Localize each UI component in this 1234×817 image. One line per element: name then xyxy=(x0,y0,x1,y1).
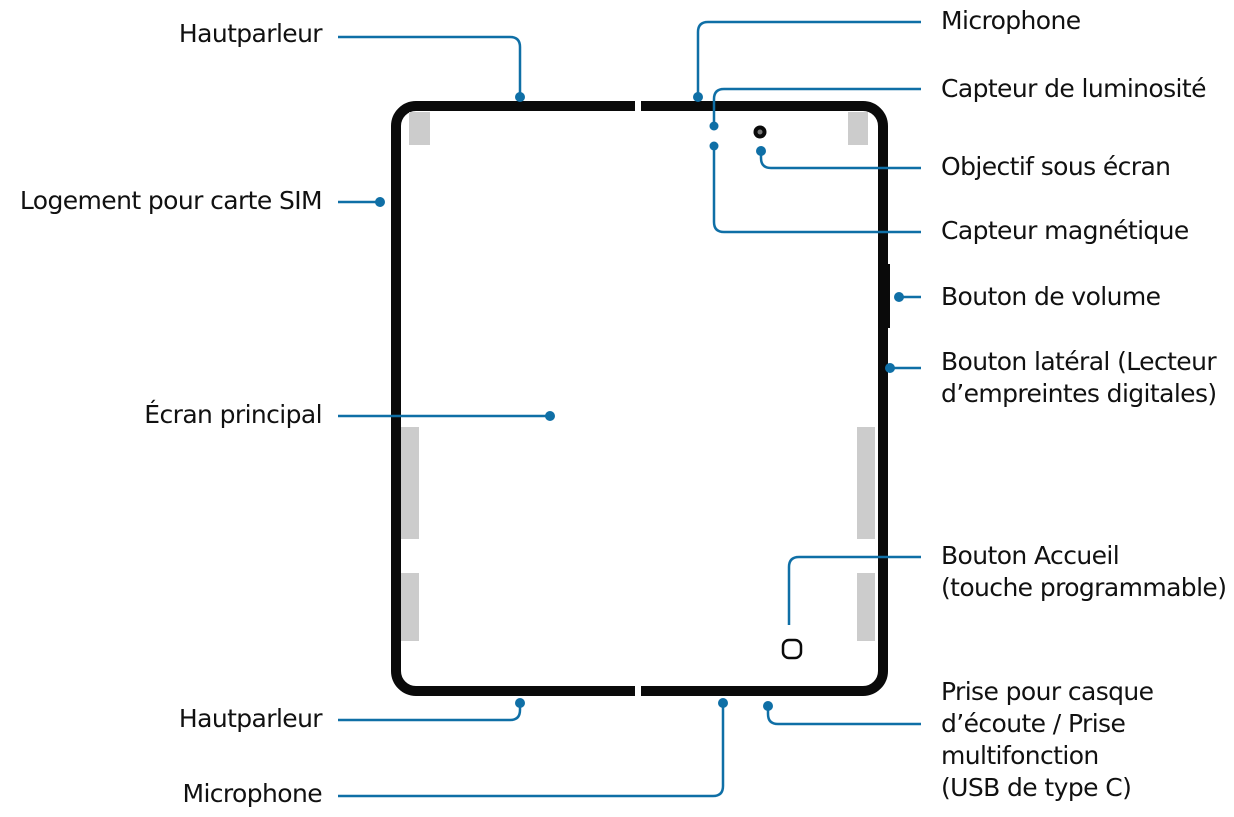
label-sim-tray: Logement pour carte SIM xyxy=(19,186,323,215)
leader-mic-top xyxy=(696,20,921,97)
marker-speaker-top xyxy=(515,92,525,102)
marker-mic-top xyxy=(693,92,703,102)
marker-light-sensor xyxy=(709,121,719,131)
label-volume-key: Bouton de volume xyxy=(941,282,1161,311)
leader-camera xyxy=(759,151,921,170)
leader-mic-bottom xyxy=(338,703,725,798)
label-magnetic-sensor: Capteur magnétique xyxy=(941,216,1189,245)
leader-speaker-bottom xyxy=(338,703,522,722)
marker-side-key xyxy=(885,363,895,373)
label-side-key-line-1: Bouton latéral (Lecteur xyxy=(941,347,1217,376)
label-side-key: Bouton latéral (Lecteur d’empreintes dig… xyxy=(941,346,1217,410)
phone-body xyxy=(391,101,888,696)
hinge-pad-right-lower xyxy=(857,573,875,641)
label-speaker-bottom: Hautparleur xyxy=(178,704,323,733)
label-home-key: Bouton Accueil (touche programmable) xyxy=(941,540,1227,604)
label-usb-port-line-4: (USB de type C) xyxy=(941,773,1132,802)
label-home-key-line-1: Bouton Accueil xyxy=(941,541,1120,570)
marker-main-screen xyxy=(545,411,555,421)
hinge-pad-left-lower xyxy=(401,573,419,641)
marker-sim-tray xyxy=(375,197,385,207)
marker-usb-port xyxy=(763,701,773,711)
corner-pad-top-right xyxy=(848,112,868,145)
label-main-screen: Écran principal xyxy=(144,400,322,429)
corner-pad-top-left xyxy=(409,112,430,145)
under-display-camera-lens-inner xyxy=(757,129,763,135)
label-light-sensor: Capteur de luminosité xyxy=(941,74,1206,103)
label-usb-port-line-2: d’écoute / Prise xyxy=(941,709,1126,738)
label-side-key-line-2: d’empreintes digitales) xyxy=(941,379,1217,408)
label-speaker-top: Hautparleur xyxy=(178,19,323,48)
label-mic-bottom: Microphone xyxy=(182,779,322,808)
label-usb-port-line-3: multifonction xyxy=(941,741,1099,770)
leader-speaker-top xyxy=(338,35,522,97)
leader-usb-port xyxy=(766,706,921,726)
label-under-display-camera: Objectif sous écran xyxy=(941,152,1171,181)
marker-mic-bottom xyxy=(718,698,728,708)
marker-magnetic-sensor xyxy=(709,141,719,151)
marker-camera xyxy=(756,146,766,156)
label-usb-port-line-1: Prise pour casque xyxy=(941,677,1154,706)
hinge-pad-right-upper xyxy=(857,427,875,539)
leader-magnetic-sensor xyxy=(712,146,921,234)
leader-light-sensor xyxy=(712,87,921,126)
label-usb-port: Prise pour casque d’écoute / Prise multi… xyxy=(941,676,1154,804)
hinge-pad-left-upper xyxy=(401,427,419,539)
label-mic-top: Microphone xyxy=(941,6,1081,35)
leader-home-key xyxy=(787,555,921,625)
home-key-icon xyxy=(781,638,803,660)
marker-volume-key xyxy=(894,292,904,302)
marker-speaker-bottom xyxy=(515,698,525,708)
volume-key xyxy=(883,264,890,328)
label-home-key-line-2: (touche programmable) xyxy=(941,573,1227,602)
